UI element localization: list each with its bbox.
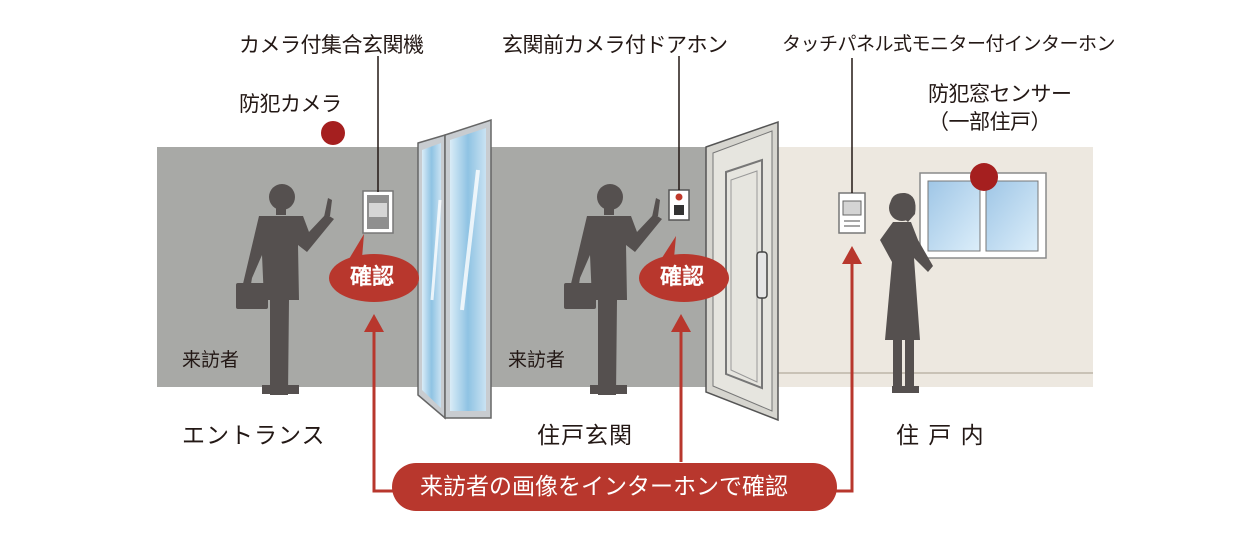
entrance-intercom-label: カメラ付集合玄関機 [239,33,424,57]
area-unit-entrance: 住戸玄関 [537,423,633,449]
bottom-banner-bg [392,463,837,511]
visitor-silhouette-1 [236,184,334,395]
door-intercom-panel [668,189,690,221]
bottom-banner-text: 来訪者の画像をインターホンで確認 [420,474,788,500]
entrance-intercom-panel [362,190,394,234]
door-intercom-label: 玄関前カメラ付ドアホン [502,33,728,57]
window-sensor-label: 防犯窓センサー [928,82,1072,106]
confirm-bubble-2 [639,236,729,302]
visitor-label-1: 来訪者 [182,349,240,371]
leader-lines [377,56,853,193]
monitor-intercom-panel [838,192,866,234]
confirm-bubble-1 [329,234,419,302]
flow-lines [372,258,854,493]
resident-silhouette [880,192,933,393]
confirm-label-1: 確認 [350,265,395,290]
security-camera-dot [321,121,345,145]
confirm-label-2: 確認 [660,265,705,290]
glass-door [417,118,492,420]
front-door [705,120,779,422]
window-sensor-dot [970,163,998,191]
area-entrance: エントランス [182,423,326,449]
monitor-intercom-label: タッチパネル式モニター付インターホン [782,33,1116,55]
visitor-label-2: 来訪者 [508,349,566,371]
window-sensor-note: （一部住戸） [928,110,1052,134]
security-camera-label: 防犯カメラ [239,92,342,116]
area-unit-interior: 住 戸 内 [896,423,985,449]
flow-arrowheads [364,246,862,332]
visitor-silhouette-2 [564,184,662,395]
